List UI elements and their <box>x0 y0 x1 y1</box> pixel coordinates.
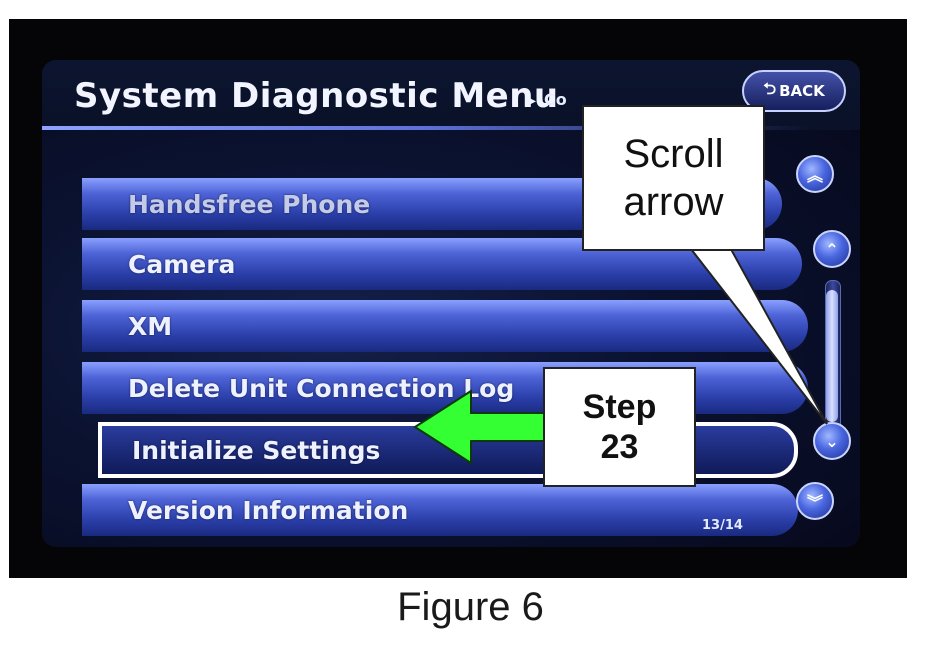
step-label: Step <box>582 388 657 426</box>
annotation-layer <box>413 230 828 465</box>
chevron-up-icon: ⌃ <box>825 239 839 259</box>
menu-item-xm[interactable]: XM <box>82 300 808 352</box>
photo-frame: System Diagnostic Menu ▸ Co ⮌ BACK Hands… <box>9 19 907 578</box>
back-button-label: BACK <box>779 82 825 100</box>
menu-item-label: Delete Unit Connection Log <box>128 373 515 403</box>
chevron-down-icon: ⌄ <box>825 431 839 451</box>
title-underline <box>42 126 812 130</box>
breadcrumb: Co <box>544 90 567 109</box>
figure-caption: Figure 6 <box>397 585 544 629</box>
scrollbar-thumb[interactable] <box>826 290 838 422</box>
scroll-callout-pointer <box>674 230 828 425</box>
menu-item-label: XM <box>128 311 173 341</box>
page-indicator: 13/14 <box>702 518 743 533</box>
scroll-up-button[interactable]: ⌃ <box>813 230 851 268</box>
menu-item-version-information[interactable]: Version Information <box>82 484 798 536</box>
menu-item-label: Version Information <box>128 495 409 525</box>
scroll-down-button[interactable]: ⌄ <box>813 422 851 460</box>
double-chevron-up-icon: ︽ <box>806 166 823 185</box>
step-callout-text: Step 23 <box>583 387 657 467</box>
scroll-arrow-callout: Scroll arrow <box>582 105 765 251</box>
scroll-page-up-button[interactable]: ︽ <box>796 155 834 193</box>
scroll-callout-text: Scroll arrow <box>623 132 724 224</box>
step-number: 23 <box>600 428 639 466</box>
page-title: System Diagnostic Menu <box>74 76 559 116</box>
double-chevron-down-icon: ︾ <box>806 493 823 512</box>
scroll-page-down-button[interactable]: ︾ <box>796 482 834 520</box>
menu-item-label: Handsfree Phone <box>128 189 371 219</box>
title-bar: System Diagnostic Menu ▸ Co ⮌ BACK <box>42 60 860 130</box>
menu-item-label: Initialize Settings <box>132 435 381 465</box>
green-arrow-icon <box>413 389 545 465</box>
step-callout: Step 23 <box>543 367 696 487</box>
breadcrumb-arrow-icon: ▸ <box>529 93 537 109</box>
back-icon: ⮌ <box>763 78 777 98</box>
menu-item-label: Camera <box>128 249 236 279</box>
